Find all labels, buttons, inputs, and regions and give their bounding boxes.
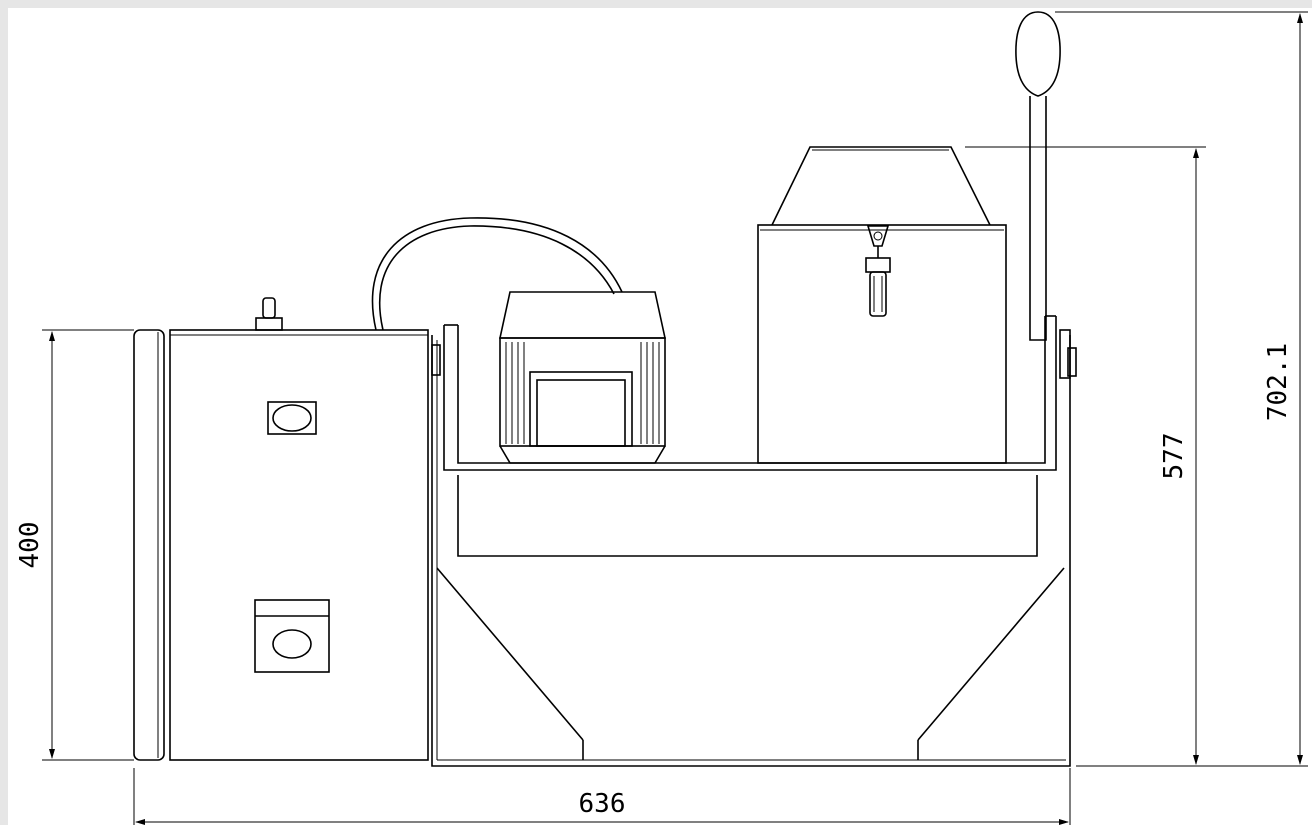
dimension-400: 400: [15, 329, 134, 761]
dimension-label-702-1: 702.1: [1263, 343, 1293, 421]
dimension-label-577: 577: [1159, 433, 1189, 480]
tank-frame: [431, 315, 1077, 767]
knob-icon: [255, 297, 283, 331]
control-box: [133, 297, 429, 761]
latch-icon: [865, 225, 891, 317]
dimension-label-636: 636: [579, 789, 626, 819]
dimension-702-1: 702.1: [1055, 11, 1308, 767]
dimension-label-400: 400: [15, 522, 45, 569]
indicator-light-icon: [267, 401, 317, 435]
switch-icon: [254, 599, 330, 673]
lever-handle: [1015, 11, 1061, 341]
dimension-577: 577: [965, 146, 1206, 767]
motor: [499, 291, 666, 464]
hopper-container: [757, 146, 1007, 464]
drawing-sheet: [8, 8, 1312, 825]
dimension-636: 636: [133, 768, 1071, 825]
power-cable: [371, 217, 623, 331]
